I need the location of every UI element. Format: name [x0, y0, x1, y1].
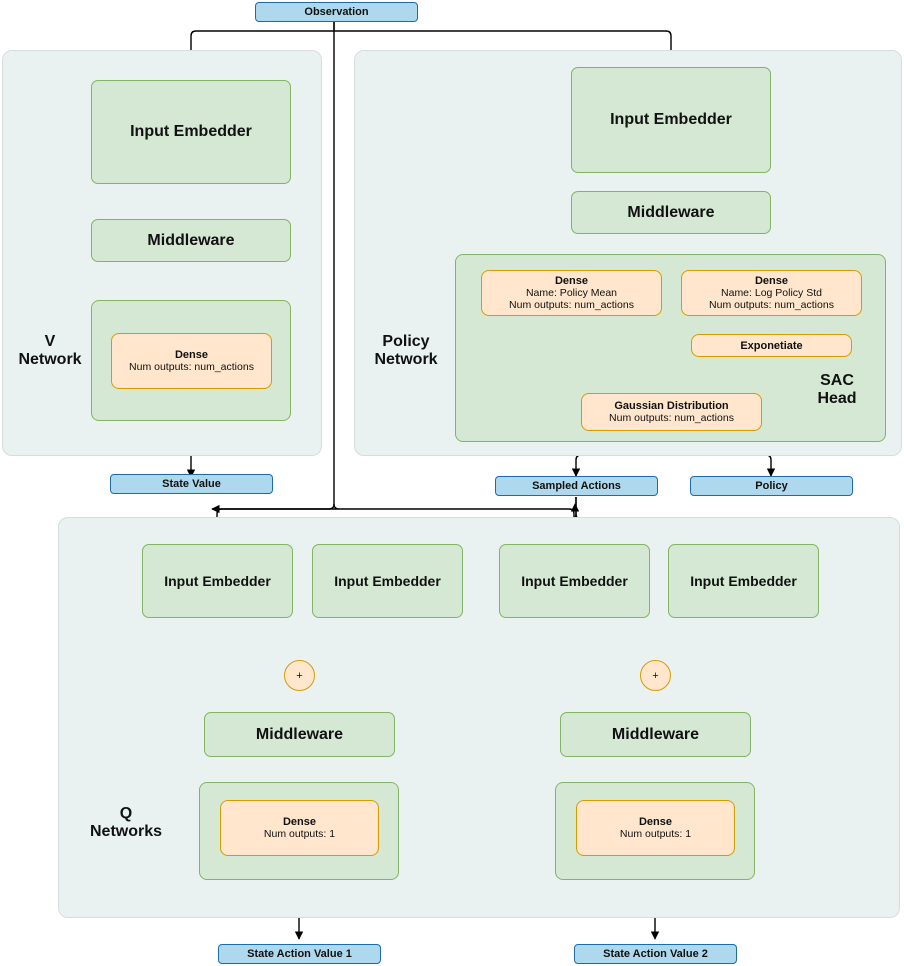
- policy-mean-dense-title: Dense: [554, 275, 589, 287]
- caption-sac-head: SAC Head: [798, 372, 876, 408]
- caption-sac-head-line2: Head: [817, 389, 857, 407]
- q1-dense-title: Dense: [282, 816, 317, 828]
- q2-input-embedder-obs[interactable]: Input Embedder: [499, 544, 650, 618]
- terminal-state-action-value-1[interactable]: State Action Value 1: [218, 944, 381, 964]
- policy-mean-dense[interactable]: Dense Name: Policy Mean Num outputs: num…: [481, 270, 662, 316]
- policy-mean-dense-outputs: Num outputs: num_actions: [509, 299, 634, 311]
- q1-dense[interactable]: Dense Num outputs: 1: [220, 800, 379, 856]
- q2-middleware[interactable]: Middleware: [560, 712, 751, 757]
- v-middleware[interactable]: Middleware: [91, 219, 291, 262]
- v-dense-outputs: Num outputs: num_actions: [129, 361, 254, 373]
- log-policy-std-dense[interactable]: Dense Name: Log Policy Std Num outputs: …: [681, 270, 862, 316]
- q2-input-embedder-act[interactable]: Input Embedder: [668, 544, 819, 618]
- v-dense[interactable]: Dense Num outputs: num_actions: [111, 333, 272, 389]
- v-input-embedder[interactable]: Input Embedder: [91, 80, 291, 184]
- caption-policy-network-line2: Network: [374, 350, 438, 368]
- log-policy-std-dense-title: Dense: [754, 275, 789, 287]
- terminal-state-action-value-2[interactable]: State Action Value 2: [574, 944, 737, 964]
- terminal-observation[interactable]: Observation: [255, 2, 418, 22]
- caption-v-network: V Network: [12, 333, 88, 369]
- v-dense-title: Dense: [174, 349, 209, 361]
- log-policy-std-dense-outputs: Num outputs: num_actions: [709, 299, 834, 311]
- gaussian-outputs: Num outputs: num_actions: [609, 412, 734, 424]
- q1-middleware[interactable]: Middleware: [204, 712, 395, 757]
- caption-q-networks-line2: Networks: [89, 822, 163, 840]
- q1-add-junction[interactable]: +: [284, 660, 315, 691]
- log-policy-std-dense-name: Name: Log Policy Std: [721, 287, 822, 299]
- terminal-state-value[interactable]: State Value: [110, 474, 273, 494]
- exponetiate-block[interactable]: Exponetiate: [691, 334, 852, 357]
- caption-policy-network: Policy Network: [360, 333, 452, 369]
- caption-policy-network-line1: Policy: [382, 333, 430, 350]
- q1-input-embedder-obs[interactable]: Input Embedder: [142, 544, 293, 618]
- caption-q-networks-line1: Q: [119, 805, 133, 822]
- gaussian-title: Gaussian Distribution: [614, 400, 729, 412]
- terminal-sampled-actions[interactable]: Sampled Actions: [495, 476, 658, 496]
- caption-sac-head-line1: SAC: [820, 372, 854, 389]
- policy-mean-dense-name: Name: Policy Mean: [525, 287, 618, 299]
- policy-input-embedder[interactable]: Input Embedder: [571, 67, 771, 173]
- q2-add-junction[interactable]: +: [640, 660, 671, 691]
- caption-q-networks: Q Networks: [70, 805, 182, 841]
- gaussian-distribution-block[interactable]: Gaussian Distribution Num outputs: num_a…: [581, 393, 762, 431]
- q2-dense[interactable]: Dense Num outputs: 1: [576, 800, 735, 856]
- q2-dense-outputs: Num outputs: 1: [619, 828, 692, 840]
- q1-input-embedder-act[interactable]: Input Embedder: [312, 544, 463, 618]
- q1-dense-outputs: Num outputs: 1: [263, 828, 336, 840]
- policy-middleware[interactable]: Middleware: [571, 191, 771, 234]
- caption-v-network-line2: Network: [18, 350, 82, 368]
- q2-dense-title: Dense: [638, 816, 673, 828]
- caption-v-network-line1: V: [44, 333, 56, 350]
- terminal-policy[interactable]: Policy: [690, 476, 853, 496]
